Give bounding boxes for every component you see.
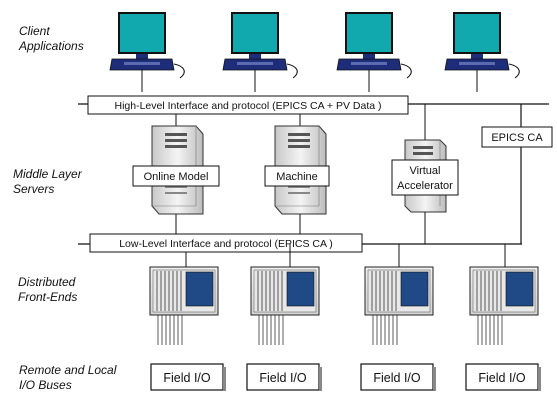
layer-label-frontends-line1: Distributed (18, 275, 76, 289)
frontend-crate-2 (250, 266, 320, 346)
field-io-4-label: Field I/O (478, 371, 526, 385)
client-connectors (141, 70, 478, 92)
machine-label: Machine (276, 171, 318, 183)
virtual-accelerator-label-line2: Accelerator (397, 180, 453, 192)
machine-box (264, 165, 330, 187)
high-level-bus-box (87, 95, 409, 115)
low-level-bus-label: Low-Level Interface and protocol (EPICS … (119, 238, 333, 250)
client-workstation-1 (109, 11, 185, 79)
layer-label-buses-line2: I/O Buses (19, 378, 72, 392)
client-workstation-3 (336, 11, 412, 79)
layer-label-frontends-line2: Front-Ends (18, 290, 78, 304)
client-workstation-2 (222, 11, 298, 79)
online-model-box (132, 165, 220, 187)
layer-label-client-line1: Client (19, 24, 50, 38)
frontend-crate-4 (469, 266, 539, 346)
virtual-accelerator-label-line1: Virtual (410, 165, 441, 177)
layer-label-middle-line2: Servers (13, 182, 55, 196)
field-io-4: Field I/O (465, 363, 541, 391)
frontend-crate-3 (364, 266, 434, 346)
layer-label-buses: Remote and Local I/O Buses (19, 363, 116, 393)
field-io-3-label: Field I/O (373, 371, 421, 385)
client-workstation-4 (444, 11, 520, 79)
server-connectors-top (175, 104, 426, 140)
field-io-1-label: Field I/O (163, 371, 211, 385)
layer-label-buses-line1: Remote and Local (19, 363, 117, 377)
field-io-2-label: Field I/O (259, 371, 307, 385)
layer-label-frontends: Distributed Front-Ends (18, 275, 77, 305)
virtual-accelerator-box (391, 159, 459, 196)
online-model-label: Online Model (144, 171, 209, 183)
layer-label-middle: Middle Layer Servers (13, 167, 82, 197)
frontend-crate-1 (149, 266, 219, 346)
layer-label-client: Client Applications (19, 24, 84, 54)
frontend-connectors (185, 244, 506, 267)
high-level-bus-label: High-Level Interface and protocol (EPICS… (114, 100, 381, 112)
epics-ca-box (481, 126, 553, 148)
layer-label-client-line2: Applications (19, 39, 84, 53)
field-io-3: Field I/O (360, 363, 436, 391)
low-level-bus-box (89, 233, 363, 253)
epics-ca-label: EPICS CA (491, 132, 543, 144)
layer-label-middle-line1: Middle Layer (13, 167, 82, 181)
field-io-2: Field I/O (246, 363, 322, 391)
field-io-1: Field I/O (150, 363, 226, 391)
